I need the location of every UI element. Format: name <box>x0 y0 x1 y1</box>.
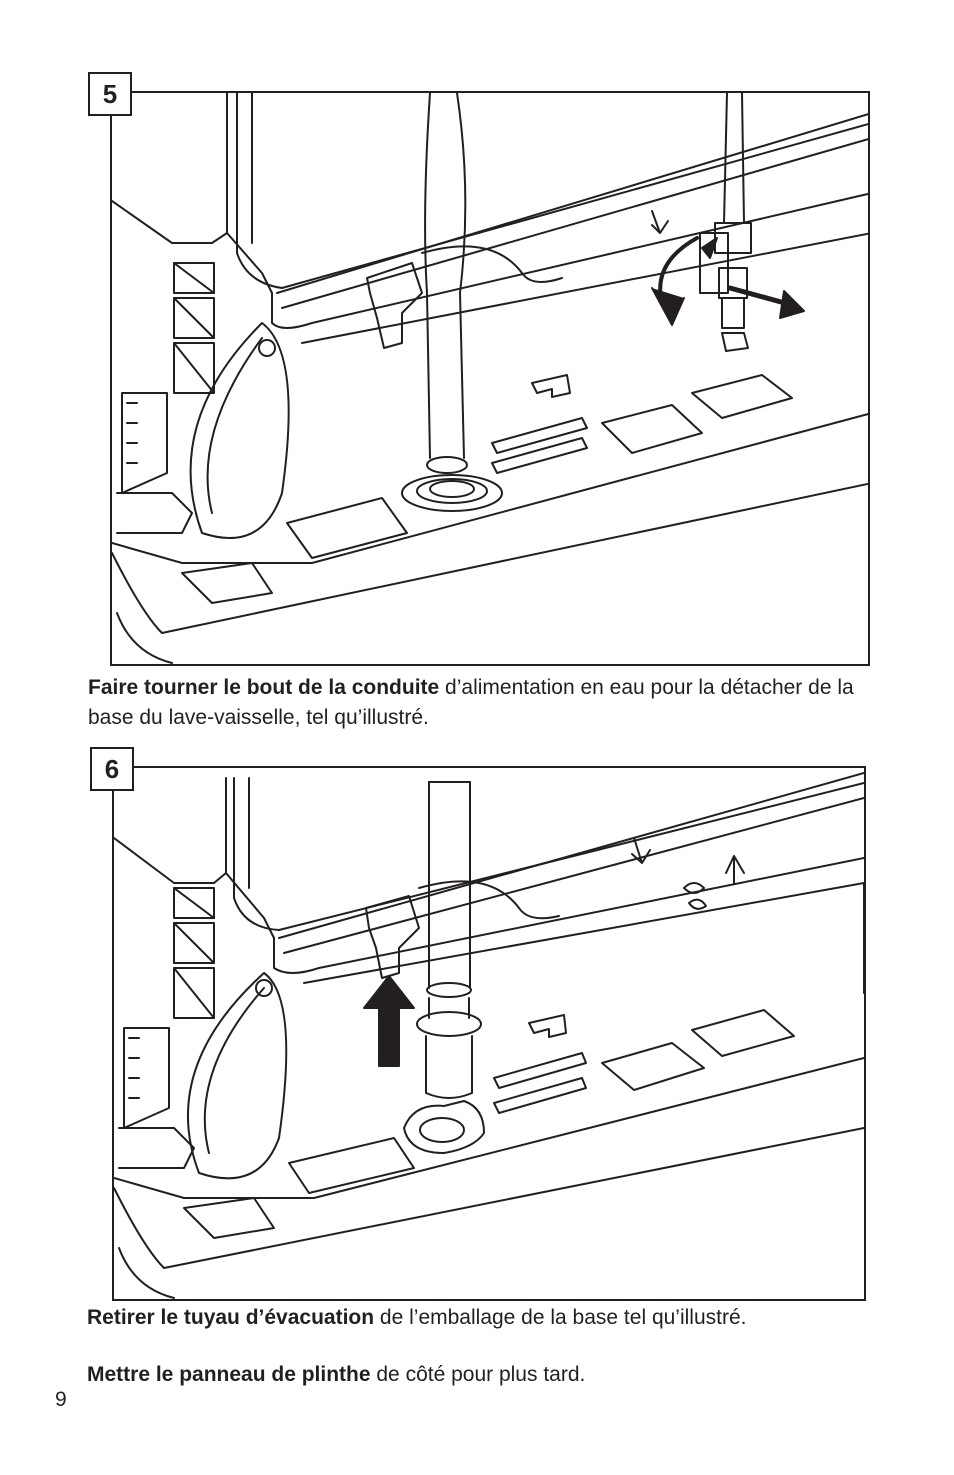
step6-illustration <box>112 766 866 1301</box>
plinth-note-bold: Mettre le panneau de plinthe <box>87 1363 371 1386</box>
step5-illustration <box>110 91 870 666</box>
page-number: 9 <box>55 1388 67 1411</box>
step6-caption-rest: de l’emballage de la base tel qu’illustr… <box>374 1306 747 1329</box>
step-number-5: 5 <box>88 72 132 116</box>
strap <box>189 322 290 539</box>
dishwasher-body <box>112 93 228 244</box>
water-line <box>723 93 728 224</box>
step6-caption-bold: Retirer le tuyau d’évacuation <box>87 1306 375 1329</box>
drain-hose <box>424 93 431 459</box>
step-number-6: 6 <box>90 747 134 791</box>
step5-caption-bold: Faire tourner le bout de la conduite <box>88 676 440 699</box>
step5-caption-rest: d’alimentation en eau pour la détacher d… <box>88 676 854 729</box>
step5-caption: Faire tourner le bout de la conduite d’a… <box>88 673 878 733</box>
step6-caption: Retirer le tuyau d’évacuation de l’embal… <box>87 1303 887 1333</box>
plinth-note: Mettre le panneau de plinthe de côté pou… <box>87 1360 887 1390</box>
plinth-note-rest: de côté pour plus tard. <box>370 1363 586 1386</box>
strap <box>187 972 288 1180</box>
lift-arrow <box>363 975 415 1067</box>
